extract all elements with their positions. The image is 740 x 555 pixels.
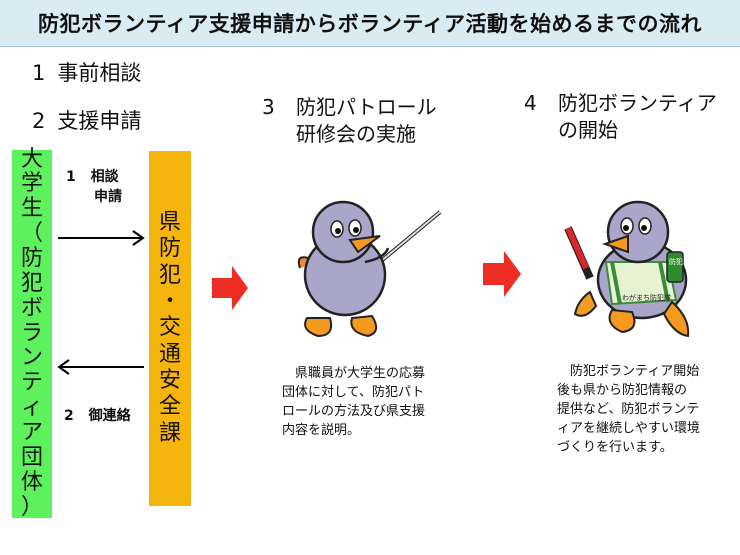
step-1: 1 事前相談 <box>32 60 141 87</box>
prefecture-office-box: 県防犯・交通安全課 <box>149 151 191 506</box>
training-description: 県職員が大学生の応募団体に対して、防犯パトロールの方法及び県支援内容を説明。 <box>282 364 462 440</box>
contact-label: 2 御連絡 <box>64 407 131 425</box>
university-box-char: ア <box>20 420 43 446</box>
university-box-char: 犯 <box>20 270 43 296</box>
contact-number: 2 <box>64 408 74 424</box>
university-box-char: ン <box>20 345 43 371</box>
university-box-char: 学 <box>20 171 43 197</box>
university-box-char: ） <box>20 494 43 520</box>
consult-line1: 相談 <box>90 169 119 185</box>
prefecture-box-char: 安 <box>158 368 181 394</box>
vest-text: わがまち防犯隊 <box>622 293 671 302</box>
consult-label: 1 相談 <box>66 168 119 186</box>
step-4-heading: 4 防犯ボランティア の開始 <box>524 90 717 144</box>
step-3-number: 3 <box>262 95 275 119</box>
step-4-line2: の開始 <box>558 118 618 142</box>
start-description-line: ィアを継続しやすい環境 <box>557 421 700 436</box>
training-description-line: 内容を説明。 <box>282 423 361 438</box>
university-box-char: 体 <box>20 469 43 495</box>
flow-arrow-icon <box>212 266 248 310</box>
step-3-heading: 3 防犯パトロール 研修会の実施 <box>262 94 437 148</box>
start-description: 防犯ボランティア開始後も県から防犯情報の提供など、防犯ボランティアを継続しやすい… <box>557 362 737 457</box>
step-2: 2 支援申請 <box>32 108 141 135</box>
university-box-char: 生 <box>20 196 43 222</box>
step-4-number: 4 <box>524 91 537 115</box>
start-description-line: 提供など、防犯ボランテ <box>557 402 700 417</box>
start-description-line: づくりを行います。 <box>557 440 673 455</box>
university-box-char: ィ <box>20 395 43 421</box>
step-2-label: 支援申請 <box>57 109 142 133</box>
title-bar: 防犯ボランティア支援申請からボランティア活動を始めるまでの流れ <box>0 0 740 47</box>
prefecture-box-char: 課 <box>158 420 181 446</box>
step-4-line1: 防犯ボランティア <box>558 91 717 115</box>
prefecture-box-char: 防 <box>158 236 181 262</box>
university-box-char: （ <box>20 221 43 247</box>
university-box-char: 団 <box>20 444 43 470</box>
step-3-line1: 防犯パトロール <box>296 95 437 119</box>
training-description-line: 県職員が大学生の応募 <box>282 366 426 381</box>
start-description-line: 防犯ボランティア開始 <box>557 364 700 379</box>
flow-arrow-icon <box>483 251 521 297</box>
prefecture-box-char: 犯 <box>158 262 181 288</box>
mascot-baton-icon: わがまち防犯隊 防犯 <box>564 200 690 338</box>
step-1-number: 1 <box>32 61 46 85</box>
right-arrow-icon <box>58 230 145 246</box>
step-2-number: 2 <box>32 109 46 133</box>
prefecture-box-char: 通 <box>158 341 181 367</box>
university-box-char: ラ <box>20 320 43 346</box>
left-arrow-icon <box>57 359 144 375</box>
prefecture-box-char: 全 <box>158 394 181 420</box>
contact-text: 御連絡 <box>88 408 131 424</box>
training-description-line: 団体に対して、防犯パト <box>282 385 425 400</box>
step-3-line2: 研修会の実施 <box>296 122 416 146</box>
consult-line2: 申請 <box>94 189 122 205</box>
university-box-char: 大 <box>20 146 43 172</box>
prefecture-box-char: ・ <box>158 288 181 314</box>
armband-text: 防犯 <box>669 257 683 266</box>
prefecture-box-char: 県 <box>158 209 181 235</box>
university-box-char: 防 <box>20 246 43 271</box>
training-description-line: ロールの方法及び県支援 <box>282 404 426 419</box>
consult-number: 1 <box>66 169 76 185</box>
step-1-label: 事前相談 <box>57 61 142 85</box>
page-title: 防犯ボランティア支援申請からボランティア活動を始めるまでの流れ <box>38 12 702 36</box>
mascot-pointer-icon <box>297 200 442 338</box>
university-box-char: ボ <box>20 295 43 321</box>
start-description-line: 後も県から防犯情報の <box>557 383 688 398</box>
university-box-char: テ <box>20 370 43 396</box>
prefecture-box-char: 交 <box>158 315 181 341</box>
university-group-box: 大学生（防犯ボランティア団体） <box>12 146 52 520</box>
